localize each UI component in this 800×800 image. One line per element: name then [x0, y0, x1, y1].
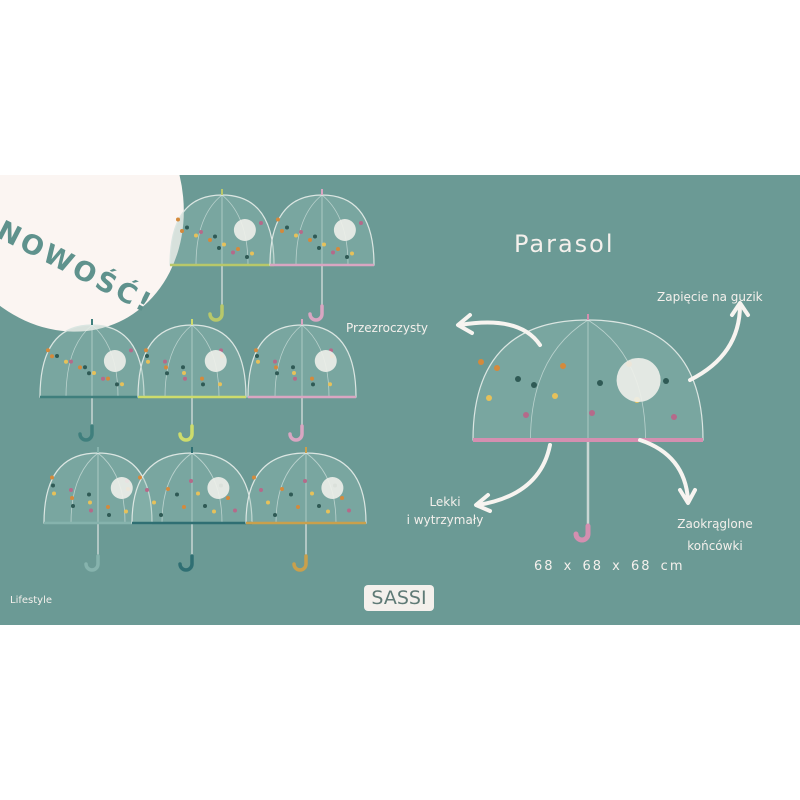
sassi-logo: SASSI [364, 585, 434, 611]
animal-face [314, 350, 337, 372]
feature-light: Lekki i wytrzymały [390, 493, 500, 529]
umbrella-bunny-large [472, 314, 704, 543]
arrow-light-icon [474, 443, 552, 513]
arrow-transparent-icon [456, 313, 542, 347]
animal-face [321, 477, 344, 499]
promo-banner: NOWOŚĆ! Parasol Przezroczysty Zapięcie n… [0, 175, 800, 625]
umbrella-panda [137, 319, 247, 442]
product-title: Parasol [514, 230, 615, 258]
feature-light-line2: i wytrzymały [406, 513, 484, 527]
umbrella-elephant [131, 447, 253, 572]
animal-face [333, 219, 356, 241]
arrow-button-clasp-icon [688, 301, 750, 382]
umbrella-fox [39, 319, 145, 442]
feature-light-line1: Lekki [429, 495, 461, 509]
umbrella-bunny [247, 319, 357, 442]
product-illustrations [39, 189, 750, 572]
animal-face [103, 350, 126, 372]
feature-transparent: Przezroczysty [346, 321, 429, 335]
animal-face [233, 219, 256, 241]
umbrella-turtle [169, 189, 275, 322]
feature-rounded-line2: końcówki [687, 539, 743, 553]
feature-button-clasp: Zapięcie na guzik [657, 290, 763, 304]
animal-face [207, 477, 230, 499]
feature-rounded: Zaokrąglone końcówki [660, 513, 770, 557]
animal-face [204, 350, 227, 372]
arrow-rounded-icon [638, 438, 697, 505]
category-label: Lifestyle [10, 595, 53, 606]
animal-face [616, 358, 661, 402]
dimensions: 68 x 68 x 68 cm [534, 559, 685, 574]
umbrella-lion [245, 447, 367, 572]
feature-rounded-line1: Zaokrąglone [677, 517, 753, 531]
umbrella-unicorn [269, 189, 375, 322]
animal-face [110, 477, 133, 499]
